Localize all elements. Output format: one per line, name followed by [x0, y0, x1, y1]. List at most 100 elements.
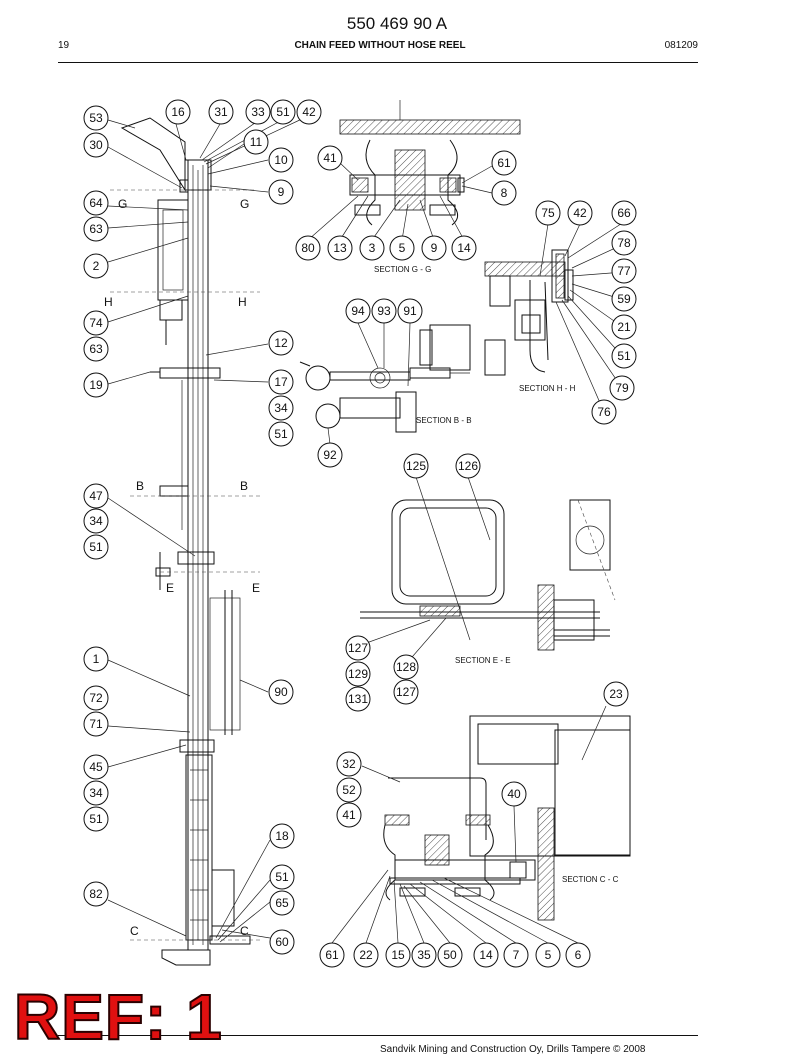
svg-text:45: 45 — [89, 760, 103, 774]
callout: 22 — [353, 942, 379, 968]
svg-text:13: 13 — [333, 241, 347, 255]
svg-text:11: 11 — [250, 135, 263, 149]
callout: 129 — [345, 661, 371, 687]
svg-text:129: 129 — [348, 667, 368, 681]
svg-text:6: 6 — [575, 948, 582, 962]
svg-text:18: 18 — [275, 829, 289, 843]
callout: 42 — [567, 200, 593, 226]
section-hh-drawing: SECTION H - H — [484, 249, 576, 393]
callout: 5 — [535, 942, 561, 968]
callout: 41 — [336, 802, 362, 828]
callout: 34 — [83, 780, 109, 806]
callout: 17 — [268, 369, 294, 395]
svg-text:65: 65 — [275, 896, 289, 910]
svg-text:51: 51 — [274, 427, 288, 441]
callout: 78 — [611, 230, 637, 256]
svg-text:34: 34 — [89, 786, 103, 800]
svg-text:76: 76 — [597, 405, 611, 419]
svg-text:93: 93 — [377, 304, 391, 318]
callout: 77 — [611, 258, 637, 284]
section-cc-label: SECTION C - C — [562, 875, 619, 884]
section-hh-label: SECTION H - H — [519, 384, 576, 393]
callout: 52 — [336, 777, 362, 803]
svg-text:23: 23 — [609, 687, 623, 701]
svg-text:75: 75 — [541, 206, 555, 220]
callout: 18 — [269, 823, 295, 849]
callout: 51 — [83, 534, 109, 560]
svg-text:15: 15 — [391, 948, 405, 962]
callout: 16 — [165, 99, 191, 125]
svg-text:8: 8 — [501, 186, 508, 200]
svg-text:51: 51 — [276, 105, 290, 119]
svg-text:21: 21 — [617, 320, 631, 334]
svg-text:72: 72 — [89, 691, 103, 705]
svg-text:52: 52 — [342, 783, 356, 797]
footer-rule — [58, 1035, 698, 1036]
svg-text:7: 7 — [513, 948, 520, 962]
callout: 1 — [83, 646, 109, 672]
callout: 75 — [535, 200, 561, 226]
svg-text:30: 30 — [89, 138, 103, 152]
callout: 91 — [397, 298, 423, 324]
svg-text:79: 79 — [615, 381, 629, 395]
callout: 60 — [269, 929, 295, 955]
callout: 34 — [268, 395, 294, 421]
callout: 51 — [270, 99, 296, 125]
svg-text:31: 31 — [214, 105, 228, 119]
cut-letter-c: C — [130, 924, 139, 938]
svg-text:127: 127 — [396, 685, 416, 699]
callout: 6 — [565, 942, 591, 968]
callout: 80 — [295, 235, 321, 261]
callout: 42 — [296, 99, 322, 125]
svg-text:33: 33 — [251, 105, 265, 119]
callout: 40 — [501, 781, 527, 807]
callout: 30 — [83, 132, 109, 158]
callout: 34 — [83, 508, 109, 534]
svg-text:51: 51 — [89, 540, 103, 554]
callout: 23 — [603, 681, 629, 707]
cut-letter-g: G — [240, 197, 249, 211]
svg-text:12: 12 — [274, 336, 288, 350]
callout: 53 — [83, 105, 109, 131]
callout: 51 — [268, 421, 294, 447]
svg-text:53: 53 — [89, 111, 103, 125]
svg-text:80: 80 — [301, 241, 315, 255]
callout: 21 — [611, 314, 637, 340]
svg-text:22: 22 — [359, 948, 373, 962]
svg-text:14: 14 — [479, 948, 493, 962]
callout: 127 — [393, 679, 419, 705]
section-ee-drawing: SECTION E - E — [360, 499, 616, 665]
svg-text:82: 82 — [89, 887, 103, 901]
callout: 64 — [83, 190, 109, 216]
svg-text:42: 42 — [302, 105, 316, 119]
callout: 63 — [83, 216, 109, 242]
callout: 7 — [503, 942, 529, 968]
callout-bubbles: 53 30 16 31 33 51 42 11 10 9 64 63 2 74 … — [83, 99, 637, 968]
cut-letter-h: H — [238, 295, 247, 309]
callout: 90 — [268, 679, 294, 705]
svg-text:14: 14 — [457, 241, 471, 255]
callout: 3 — [359, 235, 385, 261]
callout: 8 — [491, 180, 517, 206]
cut-letter-g: G — [118, 197, 127, 211]
cut-letter-e: E — [166, 581, 174, 595]
svg-text:42: 42 — [573, 206, 587, 220]
svg-text:60: 60 — [275, 935, 289, 949]
callout: 9 — [421, 235, 447, 261]
callout: 92 — [317, 442, 343, 468]
svg-text:40: 40 — [507, 787, 521, 801]
callout: 10 — [268, 147, 294, 173]
svg-text:90: 90 — [274, 685, 288, 699]
svg-text:41: 41 — [323, 151, 337, 165]
svg-text:74: 74 — [89, 316, 103, 330]
callout: 65 — [269, 890, 295, 916]
svg-text:51: 51 — [617, 349, 631, 363]
callout: 127 — [345, 635, 371, 661]
callout: 72 — [83, 685, 109, 711]
callout: 5 — [389, 235, 415, 261]
callout: 131 — [345, 686, 371, 712]
svg-text:71: 71 — [89, 717, 103, 731]
callout: 35 — [411, 942, 437, 968]
page-number: 19 — [58, 40, 70, 51]
